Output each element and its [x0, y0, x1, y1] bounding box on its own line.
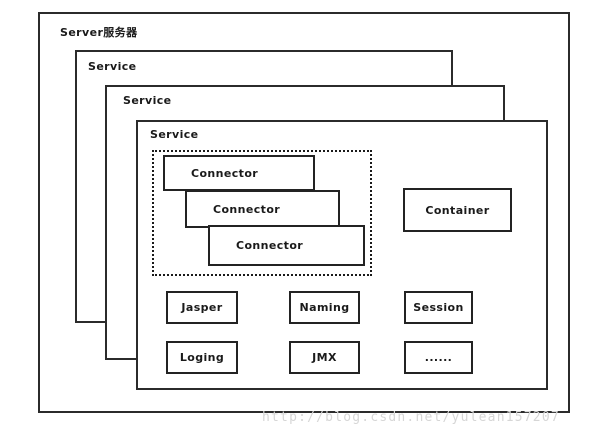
service-layer-3-label: Service: [150, 128, 199, 141]
connector-box-1[interactable]: Connector: [163, 155, 315, 191]
connector-box-2-label: Connector: [213, 202, 281, 216]
component-box-loging[interactable]: Loging: [166, 341, 238, 374]
component-box-naming[interactable]: Naming: [289, 291, 360, 324]
watermark-text: http://blog.csdn.net/yulean157207: [262, 410, 560, 425]
component-box-jmx-label: JMX: [312, 351, 337, 364]
connector-group: [152, 150, 372, 276]
container-box-label: Container: [425, 203, 490, 217]
component-box-more[interactable]: ......: [404, 341, 473, 374]
service-layer-2-label: Service: [123, 94, 172, 107]
component-box-jmx[interactable]: JMX: [289, 341, 360, 374]
container-box[interactable]: Container: [403, 188, 512, 232]
component-box-session[interactable]: Session: [404, 291, 473, 324]
server-title-label: Server服务器: [60, 26, 138, 39]
component-box-naming-label: Naming: [299, 301, 350, 314]
component-box-jasper-label: Jasper: [181, 301, 223, 314]
connector-box-3-label: Connector: [236, 239, 304, 252]
connector-box-3[interactable]: Connector: [208, 225, 365, 266]
service-layer-1-label: Service: [88, 60, 137, 73]
component-box-loging-label: Loging: [179, 351, 225, 364]
component-box-session-label: Session: [413, 301, 464, 314]
component-box-jasper[interactable]: Jasper: [166, 291, 238, 324]
connector-box-1-label: Connector: [191, 166, 259, 180]
connector-box-2[interactable]: Connector: [185, 190, 340, 228]
component-box-more-label: ......: [424, 351, 453, 364]
